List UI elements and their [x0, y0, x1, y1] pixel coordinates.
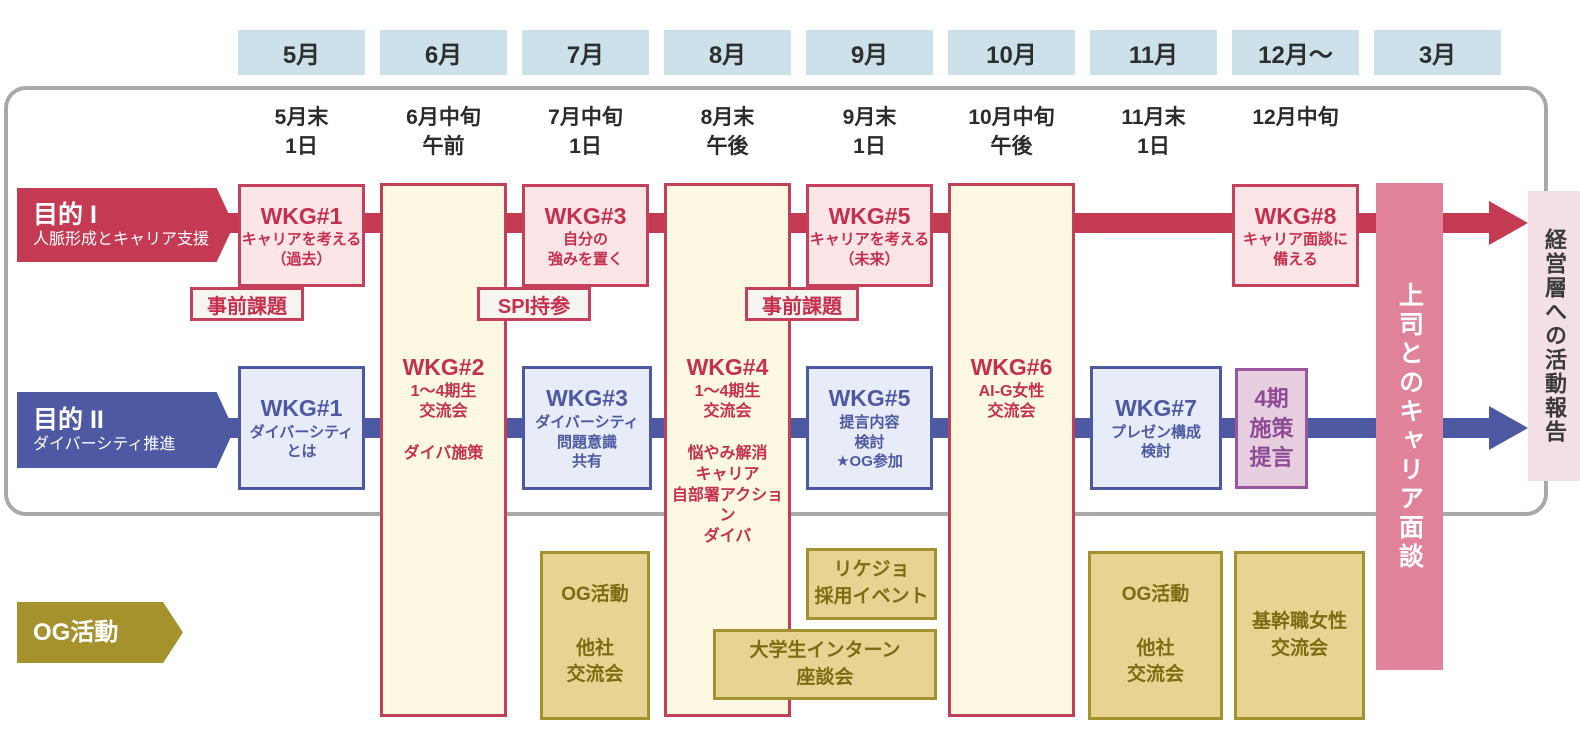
wkg4-detail: 1〜4期生交流会 悩やみ解消キャリア自部署アクションダイバ: [671, 382, 784, 546]
p2-wkg1-box: WKG#1 ダイバーシティとは: [238, 366, 365, 490]
p2-wkg5-title: WKG#5: [828, 385, 911, 412]
p2-wkg3-detail: ダイバーシティ問題意識共有: [535, 414, 639, 471]
month-header-8: 8月: [664, 30, 791, 75]
career-interview-label: 上司とのキャリア面談: [1395, 281, 1424, 572]
p1-wkg8-detail: キャリア面談に備える: [1242, 231, 1348, 268]
p2-wkg7-box: WKG#7 プレゼン構成検討: [1090, 366, 1222, 490]
month-header-3: 3月: [1374, 30, 1501, 75]
p1-wkg5-box: WKG#5 キャリアを考える（未来）: [806, 184, 933, 287]
purpose2-arrow-icon: [1489, 406, 1528, 450]
og-banner-title: OG活動: [33, 618, 119, 646]
wkg6-detail: AI-G女性交流会: [978, 382, 1045, 421]
og-box-rikejo: リケジョ採用イベント: [806, 548, 937, 620]
purpose2-banner: 目的 II ダイバーシティ推進: [17, 392, 234, 468]
management-report-label: 経営層への活動報告: [1542, 228, 1567, 444]
p1-wkg5-title: WKG#5: [828, 202, 911, 229]
p2-wkg5-detail: 提言内容検討★OG参加: [836, 414, 903, 471]
og-rikejo-detail: リケジョ採用イベント: [814, 559, 929, 607]
wkg4-title: WKG#4: [686, 354, 769, 380]
purpose1-banner-title: 目的 I: [33, 201, 97, 230]
og-november-detail: OG活動 他社交流会: [1121, 584, 1190, 686]
p1-wkg1-box: WKG#1 キャリアを考える（過去）: [238, 184, 365, 287]
month-header-10: 10月: [948, 30, 1075, 75]
wkg2-title: WKG#2: [402, 354, 485, 380]
proposal-detail: 4期施策提言: [1249, 385, 1294, 471]
month-header-11: 11月: [1090, 30, 1217, 75]
og-intern-detail: 大学生インターン座談会: [749, 639, 901, 688]
og-box-kikan: 基幹職女性交流会: [1234, 551, 1365, 720]
og-box-november: OG活動 他社交流会: [1088, 551, 1223, 720]
month-header-7: 7月: [522, 30, 649, 75]
joint-column-wkg6: WKG#6 AI-G女性交流会: [948, 183, 1075, 717]
purpose1-arrow-icon: [1489, 201, 1528, 245]
wkg6-title: WKG#6: [970, 354, 1053, 380]
p1-wkg3-box: WKG#3 自分の強みを置く: [522, 184, 649, 287]
purpose2-banner-title: 目的 II: [33, 406, 104, 435]
p2-wkg7-detail: プレゼン構成検討: [1110, 423, 1201, 461]
month-header-9: 9月: [806, 30, 933, 75]
joint-column-wkg2: WKG#2 1〜4期生交流会 ダイバ施策: [380, 183, 507, 717]
spi-tag: SPI持参: [477, 287, 591, 321]
p1-wkg1-detail: キャリアを考える（過去）: [241, 231, 362, 268]
p2-wkg5-box: WKG#5 提言内容検討★OG参加: [806, 366, 933, 490]
p1-wkg5-detail: キャリアを考える（未来）: [809, 231, 930, 268]
purpose1-banner: 目的 I 人脈形成とキャリア支援: [17, 188, 234, 262]
schedule-date-4: 8月末午後: [700, 106, 755, 159]
schedule-date-8: 12月中旬: [1252, 106, 1339, 129]
month-header-6: 6月: [380, 30, 507, 75]
p1-wkg8-title: WKG#8: [1254, 202, 1337, 229]
career-interview-bar: 上司とのキャリア面談: [1376, 183, 1443, 670]
p2-wkg7-title: WKG#7: [1115, 395, 1197, 422]
p1-wkg3-title: WKG#3: [544, 202, 627, 229]
og-banner: OG活動: [17, 602, 183, 663]
proposal-box: 4期施策提言: [1235, 368, 1308, 489]
og-july-detail: OG活動 他社交流会: [561, 584, 629, 686]
p1-wkg8-box: WKG#8 キャリア面談に備える: [1232, 184, 1359, 287]
pre-assignment-tag-2: 事前課題: [745, 287, 859, 321]
p1-wkg3-detail: 自分の強みを置く: [547, 231, 623, 268]
purpose2-banner-subtitle: ダイバーシティ推進: [33, 435, 176, 453]
p2-wkg1-title: WKG#1: [260, 395, 343, 422]
og-box-july: OG活動 他社交流会: [540, 551, 650, 720]
og-box-intern: 大学生インターン座談会: [713, 629, 937, 700]
og-kikan-detail: 基幹職女性交流会: [1251, 610, 1347, 659]
month-header-5: 5月: [238, 30, 365, 75]
schedule-date-6: 10月中旬午後: [968, 106, 1055, 159]
month-header-12: 12月〜: [1232, 30, 1359, 75]
purpose1-banner-subtitle: 人脈形成とキャリア支援: [33, 230, 210, 248]
p1-wkg1-title: WKG#1: [260, 202, 343, 229]
wkg2-detail: 1〜4期生交流会 ダイバ施策: [403, 382, 484, 462]
pre-assignment-tag-1: 事前課題: [190, 287, 304, 321]
schedule-date-2: 6月中旬午前: [406, 106, 481, 159]
joint-column-wkg4: WKG#4 1〜4期生交流会 悩やみ解消キャリア自部署アクションダイバ: [664, 183, 791, 717]
p2-wkg1-detail: ダイバーシティとは: [249, 423, 354, 461]
p2-wkg3-title: WKG#3: [546, 385, 628, 412]
management-report-bar: 経営層への活動報告: [1528, 191, 1580, 481]
p2-wkg3-box: WKG#3 ダイバーシティ問題意識共有: [522, 366, 652, 490]
